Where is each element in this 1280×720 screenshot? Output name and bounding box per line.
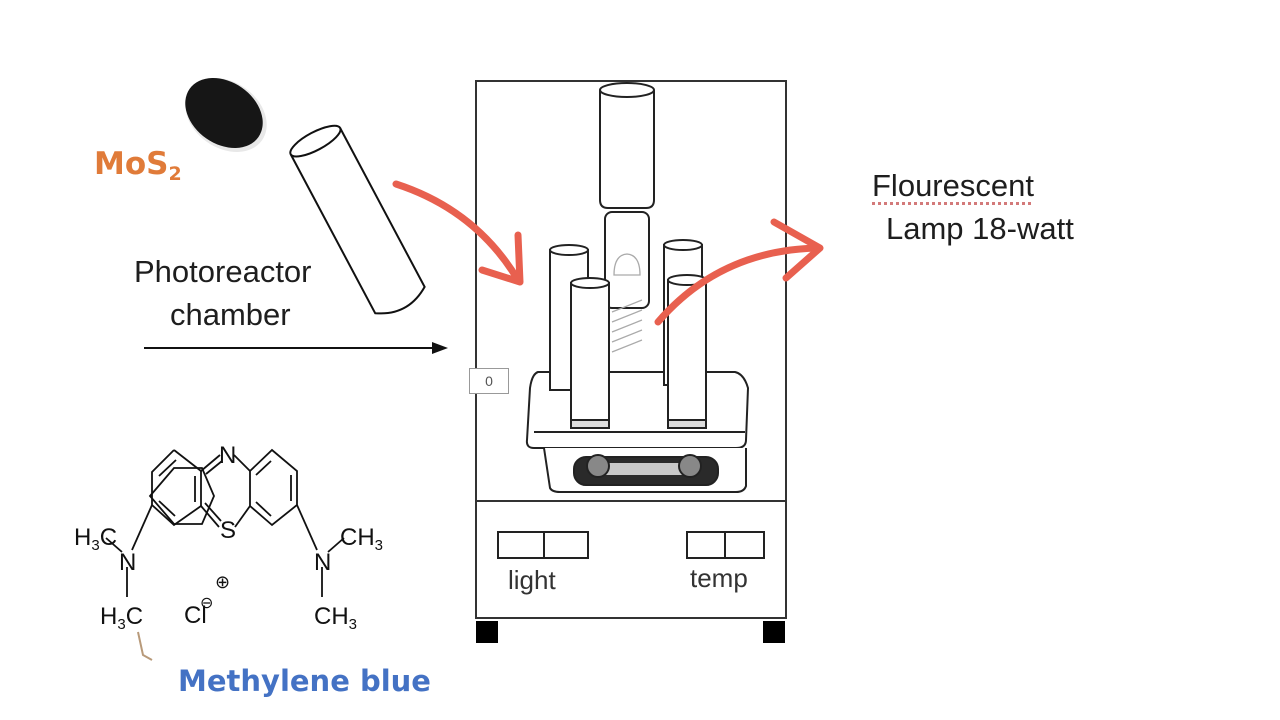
molecule-atom-labels: N S ⊕ Cl ⊖ N N H3C H3C CH3 CH3 [74, 442, 383, 633]
methylene-blue-structure [105, 448, 345, 597]
test-tube-icon [570, 277, 610, 429]
counter-display: 0 [469, 368, 509, 394]
light-control-switch[interactable] [497, 531, 589, 559]
tilted-test-tube-icon [289, 124, 426, 315]
methyl-upper-right: CH3 [340, 524, 383, 554]
counter-ion-cl: Cl [184, 602, 207, 629]
atom-n-top: N [219, 442, 236, 469]
mos2-label: MoS2 [94, 146, 182, 185]
methylene-blue-label: Methylene blue [178, 664, 431, 698]
positive-charge-icon: ⊕ [215, 572, 230, 592]
photoreactor-label-line1: Photoreactor [134, 254, 312, 289]
temp-control-label: temp [690, 563, 748, 593]
light-control-label: light [508, 565, 556, 595]
methyl-lower-right: CH3 [314, 603, 357, 633]
cabinet-foot-right [763, 621, 785, 643]
lamp-label-line1: Flourescent [872, 168, 1034, 203]
lamp-label-line2: Lamp 18-watt [886, 211, 1074, 246]
methyl-upper-left: H3C [74, 524, 117, 554]
atom-n-right: N [314, 549, 331, 576]
decorative-stroke [137, 631, 153, 661]
fluorescent-lamp-icon [599, 82, 655, 353]
atom-s: S [220, 517, 236, 544]
mos2-label-subscript: 2 [168, 163, 182, 185]
mos2-sample-icon [185, 77, 267, 152]
atom-n-left: N [119, 549, 136, 576]
methyl-lower-left: H3C [100, 603, 143, 633]
arrow-right-icon [144, 342, 448, 354]
temp-control-switch[interactable] [686, 531, 765, 559]
red-arrow-in-icon [392, 180, 524, 286]
photoreactor-label-line2: chamber [170, 297, 291, 332]
mos2-label-main: MoS [94, 146, 169, 182]
cabinet-foot-left [476, 621, 498, 643]
negative-charge-icon: ⊖ [200, 595, 213, 612]
red-arrow-out-icon [654, 218, 824, 326]
